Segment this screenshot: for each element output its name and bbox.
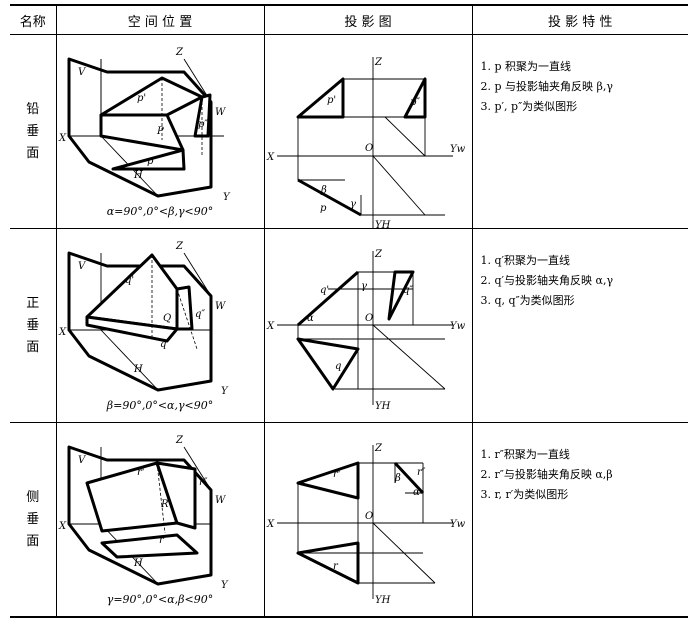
svg-text:α: α <box>307 313 314 324</box>
header-properties: 投 影 特 性 <box>471 4 688 35</box>
svg-text:Y: Y <box>221 386 229 397</box>
svg-text:Z: Z <box>374 57 383 68</box>
header-name: 名称 <box>10 4 56 35</box>
svg-text:r': r' <box>137 467 145 478</box>
svg-text:Y: Y <box>223 192 231 203</box>
svg-text:Yw: Yw <box>450 321 466 332</box>
svg-text:O: O <box>365 143 373 154</box>
properties-cell: 1. r″积聚为一直线 2. r″与投影轴夹角反映 α,β 3. r, r′为类… <box>471 422 688 618</box>
svg-text:X: X <box>58 327 67 338</box>
svg-text:r″: r″ <box>417 467 426 478</box>
svg-text:W: W <box>215 301 226 312</box>
svg-text:X: X <box>266 519 275 530</box>
svg-text:X: X <box>266 321 275 332</box>
table-row: 侧 垂 面 X V Z W H Y R <box>10 422 688 618</box>
svg-text:p: p <box>147 156 154 167</box>
table-row: 正 垂 面 X V Z W H Y <box>10 228 688 423</box>
svg-text:α: α <box>413 487 420 498</box>
spatial-view: X V Z W H Y R r' r r″ γ=90°,0°<α,β<90° <box>55 422 264 618</box>
condition-text: γ=90°,0°<α,β<90° <box>106 593 214 606</box>
projection-diagram: X Z O Yw YH p' p″ p β γ <box>266 57 466 228</box>
svg-text:X: X <box>58 521 67 532</box>
svg-text:W: W <box>215 495 226 506</box>
svg-text:β: β <box>320 185 327 196</box>
projection-diagram: X Z O Yw YH q' q″ q α γ <box>266 249 466 412</box>
header-projection: 投 影 图 <box>263 4 472 35</box>
svg-text:r: r <box>333 561 339 572</box>
svg-text:V: V <box>78 261 87 272</box>
svg-text:p″: p″ <box>410 97 420 108</box>
condition-text: β=90°,0°<α,γ<90° <box>106 399 214 412</box>
svg-text:p″: p″ <box>198 119 208 130</box>
plane-name: 侧 垂 面 <box>10 422 56 618</box>
plane-name: 铅 垂 面 <box>10 34 56 229</box>
properties-cell: 1. q′积聚为一直线 2. q′与投影轴夹角反映 α,γ 3. q, q″为类… <box>471 228 688 423</box>
svg-text:O: O <box>365 313 373 324</box>
svg-text:YH: YH <box>375 220 391 228</box>
condition-text: α=90°,0°<β,γ<90° <box>106 205 214 218</box>
svg-text:X: X <box>58 133 67 144</box>
svg-text:q': q' <box>125 275 134 286</box>
svg-text:r″: r″ <box>199 477 208 488</box>
svg-text:q″: q″ <box>403 285 413 296</box>
projection-diagram: X Z O Yw YH r' r″ r β α <box>266 443 466 606</box>
svg-text:β: β <box>394 473 401 484</box>
spatial-diagram: X V Z W H Y Q q' q q″ <box>58 241 229 397</box>
svg-text:Y: Y <box>221 580 229 591</box>
spatial-diagram: X V Z W H Y P p' p p″ <box>58 47 231 203</box>
svg-text:q: q <box>160 339 166 350</box>
svg-text:Z: Z <box>374 443 383 454</box>
spatial-view: X V Z W H Y P p' p p″ α=90°,0°<β,γ<90° <box>55 34 264 229</box>
svg-text:V: V <box>78 455 87 466</box>
table-row: 铅 垂 面 X V Z W <box>10 34 688 229</box>
svg-text:P: P <box>156 126 164 137</box>
svg-text:H: H <box>133 558 143 569</box>
projection-view: X Z O Yw YH r' r″ r β α <box>263 422 472 618</box>
svg-text:H: H <box>133 170 143 181</box>
projection-view: X Z O Yw YH p' p″ p β γ <box>263 34 472 229</box>
svg-text:YH: YH <box>375 595 391 606</box>
projection-view: X Z O Yw YH q' q″ q α γ <box>263 228 472 423</box>
svg-text:Yw: Yw <box>450 519 466 530</box>
properties-cell: 1. p 积聚为一直线 2. p 与投影轴夹角反映 β,γ 3. p′, p″为… <box>471 34 688 229</box>
svg-text:p': p' <box>137 93 146 104</box>
svg-text:q': q' <box>320 285 329 296</box>
svg-text:V: V <box>78 67 87 78</box>
svg-text:q″: q″ <box>195 309 205 320</box>
svg-text:Z: Z <box>175 435 184 446</box>
svg-text:γ: γ <box>350 199 356 210</box>
svg-text:Yw: Yw <box>450 144 466 155</box>
header-row: 名称 空 间 位 置 投 影 图 投 影 特 性 <box>10 4 688 35</box>
svg-text:Z: Z <box>374 249 383 260</box>
header-spatial: 空 间 位 置 <box>55 4 264 35</box>
svg-text:q: q <box>335 361 341 372</box>
plane-name: 正 垂 面 <box>10 228 56 423</box>
svg-text:W: W <box>215 107 226 118</box>
svg-text:O: O <box>365 511 373 522</box>
svg-text:r: r <box>159 535 165 546</box>
spatial-diagram: X V Z W H Y R r' r r″ <box>58 435 229 591</box>
svg-text:R: R <box>160 499 169 510</box>
svg-text:γ: γ <box>361 281 367 292</box>
svg-text:Z: Z <box>175 47 184 58</box>
svg-text:p: p <box>320 203 327 214</box>
svg-text:YH: YH <box>375 401 391 412</box>
svg-text:X: X <box>266 152 275 163</box>
svg-text:H: H <box>133 364 143 375</box>
svg-text:p': p' <box>327 95 336 106</box>
svg-text:Q: Q <box>163 313 171 324</box>
spatial-view: X V Z W H Y Q q' q q″ β=90°,0°<α,γ<90° <box>55 228 264 423</box>
projection-table: 名称 空 间 位 置 投 影 图 投 影 特 性 铅 垂 面 <box>10 4 688 618</box>
svg-text:r': r' <box>333 469 341 480</box>
svg-text:Z: Z <box>175 241 184 252</box>
